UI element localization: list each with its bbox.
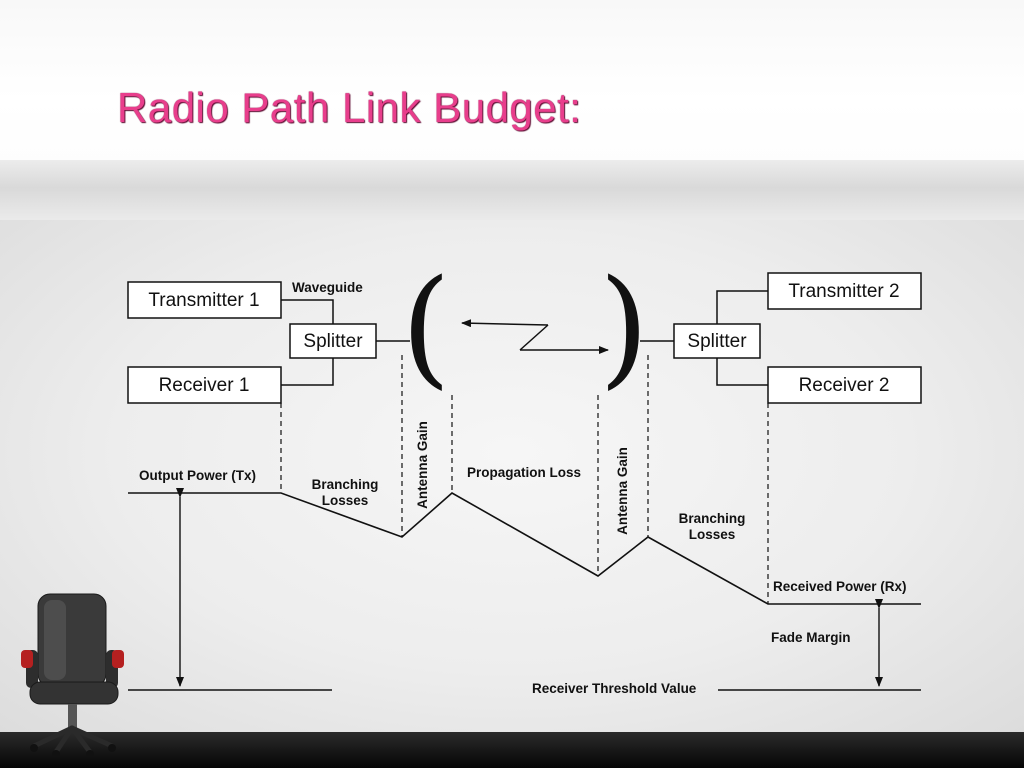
waveguide-label: Waveguide <box>292 280 363 295</box>
power-level-profile <box>128 492 921 605</box>
branching-losses-left-label: Branching <box>312 477 379 492</box>
branching-losses-left-label: Losses <box>322 493 369 508</box>
chair-leg <box>31 725 75 749</box>
radio-path-symbol <box>461 319 609 354</box>
chair-wheel <box>86 750 94 758</box>
transmitter-2-box <box>767 272 922 310</box>
branching-losses-right-label: Branching <box>679 511 746 526</box>
office-chair-illustration <box>21 593 124 758</box>
waveguide-rx1 <box>281 358 334 386</box>
chair-seat <box>29 681 119 705</box>
waveguide-tx1 <box>281 299 334 324</box>
receiver-2-box <box>767 366 922 404</box>
radio-zigzag <box>519 324 549 351</box>
left-equipment: Transmitter 1 Receiver 1 Splitter Wavegu… <box>127 280 410 404</box>
title-background <box>0 0 1024 165</box>
waveguide-tx2 <box>716 290 768 324</box>
chair-leg <box>69 725 115 749</box>
receiver-2-label: Receiver 2 <box>799 375 890 396</box>
antenna-right-icon: ) <box>599 253 649 402</box>
shelf-shadow <box>0 160 1024 230</box>
receiver-threshold-label: Receiver Threshold Value <box>532 681 697 696</box>
branching-losses-right-label: Losses <box>689 527 736 542</box>
slide-title: Radio Path Link Budget: <box>117 84 582 131</box>
splitter-right-label: Splitter <box>687 331 747 352</box>
splitter-left-label: Splitter <box>303 331 363 352</box>
transmitter-1-box <box>127 281 282 319</box>
transmitter-2-label: Transmitter 2 <box>788 281 899 302</box>
propagation-loss-label: Propagation Loss <box>467 465 581 480</box>
splitter-left-box <box>289 323 377 359</box>
output-power-label: Output Power (Tx) <box>139 468 256 483</box>
antenna-gain-right-label: Antenna Gain <box>615 447 630 535</box>
transmitter-1-label: Transmitter 1 <box>148 290 259 311</box>
received-power-label: Received Power (Rx) <box>773 579 907 594</box>
chair-wheel <box>52 750 60 758</box>
floor <box>0 732 1024 768</box>
antenna-gain-left-label: Antenna Gain <box>415 421 430 509</box>
chair-wheel <box>108 744 116 752</box>
projection-lines <box>280 355 769 604</box>
chair-wheel <box>30 744 38 752</box>
chair-leg <box>53 725 75 755</box>
radio-arrow-left <box>461 319 549 328</box>
receiver-1-label: Receiver 1 <box>159 375 250 396</box>
splitter-right-box <box>673 323 761 359</box>
chair-column <box>68 704 77 728</box>
chair-backrest-highlight <box>44 600 66 680</box>
chair-armpad-right <box>112 650 124 668</box>
fade-margin-label: Fade Margin <box>771 630 851 645</box>
antenna-left-icon: ( <box>401 253 451 402</box>
chair-armpad-left <box>21 650 33 668</box>
right-equipment: Transmitter 2 Receiver 2 Splitter <box>640 272 922 404</box>
chair-leg <box>69 725 93 755</box>
waveguide-rx2 <box>716 358 768 386</box>
